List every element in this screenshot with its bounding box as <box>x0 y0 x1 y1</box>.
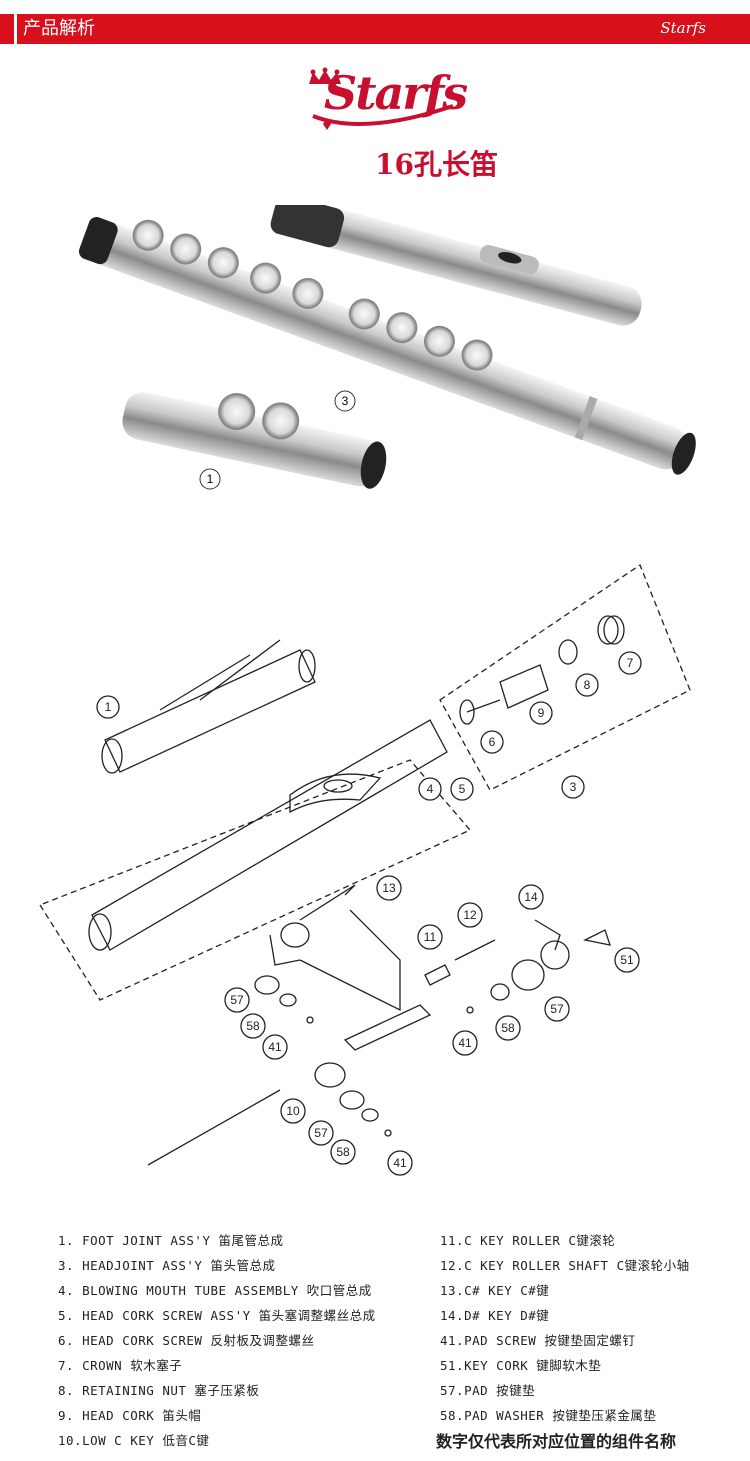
callout-12: 12 <box>457 902 483 928</box>
legend-item: 5. HEAD CORK SCREW ASS'Y 笛头塞调整螺丝总成 <box>58 1308 376 1323</box>
callout-41c: 41 <box>452 1030 478 1056</box>
callout-3: 3 <box>561 775 585 799</box>
svg-text:1: 1 <box>105 700 112 714</box>
svg-text:41: 41 <box>458 1036 472 1050</box>
svg-text:14: 14 <box>524 890 538 904</box>
svg-text:57: 57 <box>230 993 244 1007</box>
svg-text:41: 41 <box>268 1040 282 1054</box>
brand-crown-icon <box>309 67 454 130</box>
callout-57c: 57 <box>544 996 570 1022</box>
brand-small-logo: Starfs <box>660 19 706 37</box>
footjoint-photo <box>122 391 387 489</box>
legend-item: 12.C KEY ROLLER SHAFT C键滚轮小轴 <box>440 1258 690 1273</box>
callout-9: 9 <box>529 701 553 725</box>
flute-photo: 1 3 <box>78 205 696 490</box>
svg-text:3: 3 <box>570 780 577 794</box>
svg-text:10: 10 <box>286 1104 300 1118</box>
legend-item: 6. HEAD CORK SCREW 反射板及调整螺丝 <box>58 1333 315 1348</box>
product-title: 16孔长笛 <box>375 148 498 181</box>
footnote: 数字仅代表所对应位置的组件名称 <box>436 1432 677 1451</box>
cork-assembly-outline <box>439 564 691 791</box>
foot-joint-part <box>101 639 316 774</box>
callout-58c: 58 <box>495 1015 521 1041</box>
headjoint-outline <box>39 759 472 1001</box>
callout-41: 41 <box>262 1034 288 1060</box>
legend-item: 57.PAD 按键垫 <box>440 1383 536 1398</box>
svg-text:4: 4 <box>427 782 434 796</box>
callout-13: 13 <box>376 875 402 901</box>
svg-text:1: 1 <box>207 472 214 486</box>
photo-callout-3: 3 <box>334 390 356 412</box>
svg-text:58: 58 <box>246 1019 260 1033</box>
legend-item: 11.C KEY ROLLER C键滚轮 <box>440 1233 616 1248</box>
callout-14: 14 <box>518 884 544 910</box>
callout-11: 11 <box>417 924 443 950</box>
svg-text:9: 9 <box>538 706 545 720</box>
svg-text:58: 58 <box>501 1021 515 1035</box>
svg-text:11: 11 <box>424 930 437 944</box>
svg-text:13: 13 <box>382 881 396 895</box>
exploded-diagram: 1 4 5 6 9 8 7 3 13 12 11 14 51 57 58 41 … <box>39 564 691 1176</box>
callout-7: 7 <box>618 651 642 675</box>
svg-text:41: 41 <box>393 1156 407 1170</box>
svg-text:58: 58 <box>336 1145 350 1159</box>
legend-item: 10.LOW C KEY 低音C键 <box>58 1433 210 1448</box>
callout-8: 8 <box>575 673 599 697</box>
svg-text:12: 12 <box>463 908 477 922</box>
svg-text:8: 8 <box>584 678 591 692</box>
callout-6: 6 <box>480 730 504 754</box>
legend-item: 7. CROWN 软木塞子 <box>58 1358 183 1373</box>
photo-callout-1: 1 <box>199 468 221 490</box>
svg-text:3: 3 <box>342 394 349 408</box>
legend-item: 8. RETAINING NUT 塞子压紧板 <box>58 1383 260 1398</box>
callout-51: 51 <box>614 947 640 973</box>
headjoint-photo <box>270 205 642 326</box>
header-banner: 产品解析 Starfs <box>0 14 750 44</box>
callout-41b: 41 <box>387 1150 413 1176</box>
svg-text:7: 7 <box>627 656 634 670</box>
legend-item: 51.KEY CORK 键脚软木垫 <box>440 1358 602 1373</box>
legend-item: 9. HEAD CORK 笛头帽 <box>58 1408 202 1423</box>
legend-item: 41.PAD SCREW 按键垫固定螺钉 <box>440 1333 636 1348</box>
cork-parts <box>459 615 625 725</box>
legend-item: 13.C# KEY C#键 <box>440 1283 550 1298</box>
svg-text:57: 57 <box>550 1002 564 1016</box>
callout-5: 5 <box>450 777 474 801</box>
legend-item: 14.D# KEY D#键 <box>440 1308 550 1323</box>
legend-item: 1. FOOT JOINT ASS'Y 笛尾管总成 <box>58 1233 284 1248</box>
legend-item: 3. HEADJOINT ASS'Y 笛头管总成 <box>58 1258 276 1273</box>
headjoint-tube-part <box>88 719 448 951</box>
callout-58b: 58 <box>330 1139 356 1165</box>
callout-57b: 57 <box>308 1120 334 1146</box>
callout-58: 58 <box>240 1013 266 1039</box>
legend-item: 4. BLOWING MOUTH TUBE ASSEMBLY 吹口管总成 <box>58 1283 372 1298</box>
svg-text:57: 57 <box>314 1126 328 1140</box>
brand-logo: Starfs <box>324 66 468 120</box>
header-tag: 产品解析 <box>14 14 101 44</box>
body-photo <box>78 217 696 475</box>
key-mechanism-parts <box>147 884 611 1166</box>
callout-10: 10 <box>280 1098 306 1124</box>
callout-57: 57 <box>224 987 250 1013</box>
svg-text:5: 5 <box>459 782 466 796</box>
legend-item: 58.PAD WASHER 按键垫压紧金属垫 <box>440 1408 657 1423</box>
svg-text:51: 51 <box>620 953 634 967</box>
callout-4: 4 <box>418 777 442 801</box>
svg-text:6: 6 <box>489 735 496 749</box>
callout-1: 1 <box>96 695 120 719</box>
